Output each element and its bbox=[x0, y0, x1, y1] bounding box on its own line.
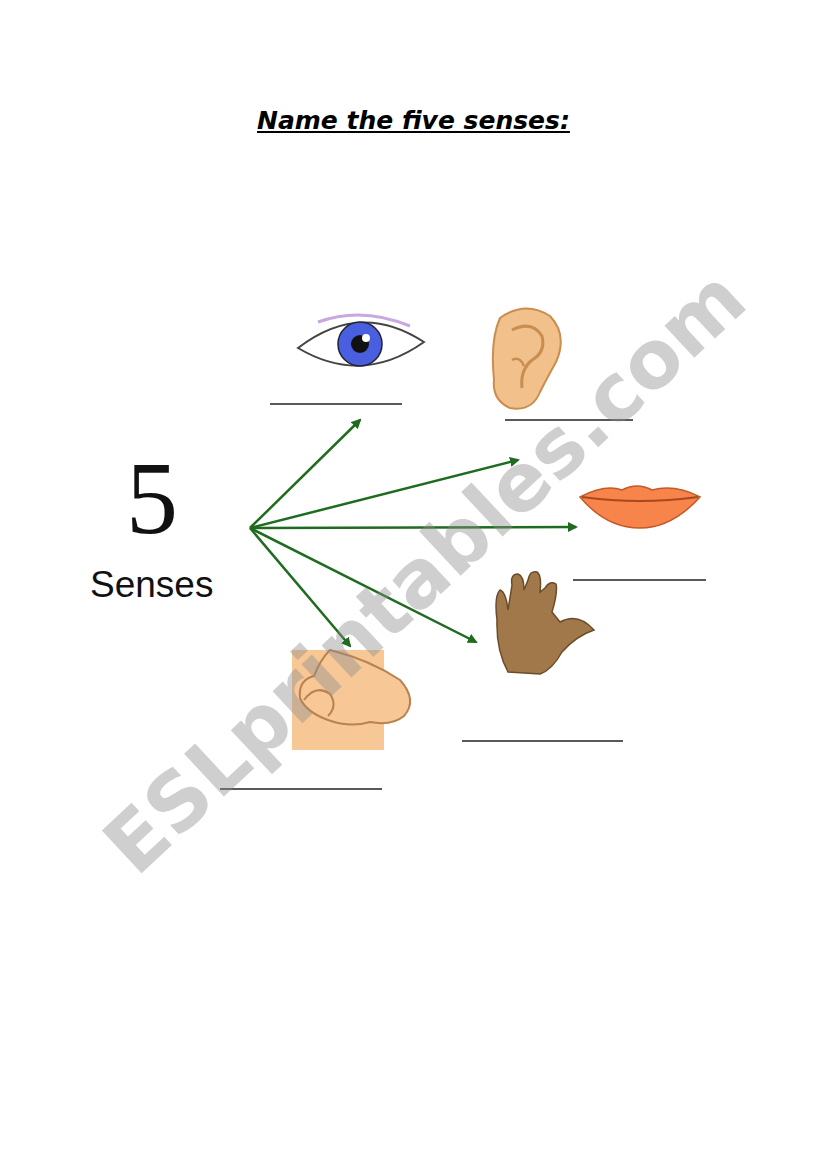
hand-picture bbox=[496, 572, 594, 674]
heading-word: Senses bbox=[90, 566, 213, 603]
big-number: 5 bbox=[126, 446, 178, 550]
worksheet-title: Name the five senses: bbox=[257, 106, 570, 135]
ear-picture bbox=[493, 308, 561, 408]
eye-picture bbox=[298, 315, 424, 366]
lips-picture bbox=[580, 486, 700, 528]
